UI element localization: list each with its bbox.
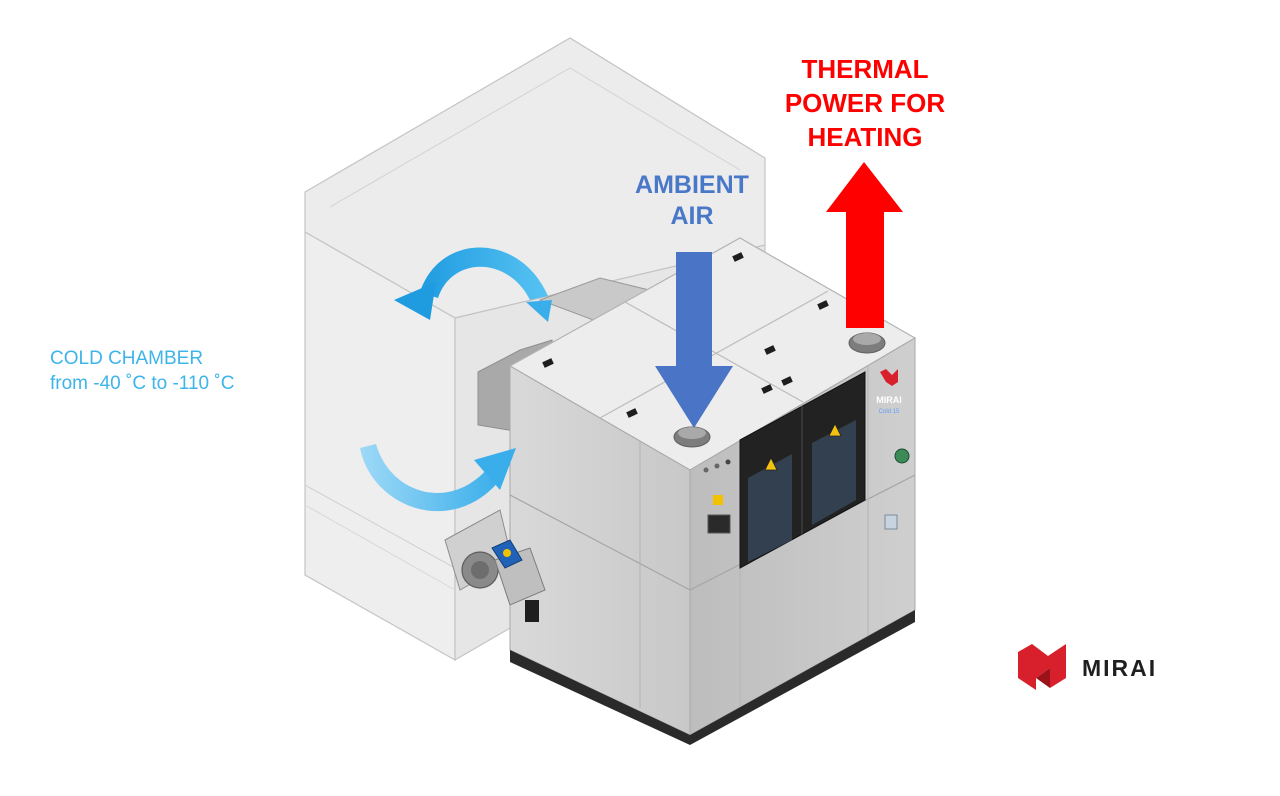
down-arrow-icon — [655, 252, 733, 428]
thermal-power-label-line-2: POWER FOR — [784, 88, 946, 118]
ambient-air-label-line-2: AIR — [670, 202, 714, 230]
top-vents — [673, 332, 886, 448]
ambient-air-label: AMBIENT AIR — [612, 170, 772, 232]
machine-model-text: Cold 15 — [879, 409, 900, 415]
machine-brand-badge: MIRAI Cold 15 — [876, 369, 902, 415]
circular-arrow-top-icon — [394, 247, 552, 322]
mirai-logo-text: MIRAI — [1082, 655, 1158, 681]
warning-icon — [764, 423, 842, 471]
mirai-logo-icon — [1018, 644, 1066, 690]
up-arrow-icon — [826, 162, 903, 328]
circular-arrow-bottom-icon — [360, 444, 516, 512]
thermal-power-label-line-3: HEATING — [807, 122, 923, 152]
machine: MIRAI Cold 15 — [444, 237, 917, 745]
pump-assembly — [444, 509, 546, 622]
cold-chamber-label-line-1: COLD CHAMBER — [50, 348, 204, 369]
thermal-power-label-line-1: THERMAL — [801, 54, 929, 84]
cold-chamber-label: COLD CHAMBER from -40 ˚C to -110 ˚C — [50, 346, 234, 396]
cold-chamber-label-line-2: from -40 ˚C to -110 ˚C — [50, 373, 235, 394]
machine-brand-text: MIRAI — [876, 395, 902, 405]
thermal-power-label: THERMAL POWER FOR HEATING — [760, 52, 970, 154]
ambient-air-label-line-1: AMBIENT — [635, 171, 749, 199]
